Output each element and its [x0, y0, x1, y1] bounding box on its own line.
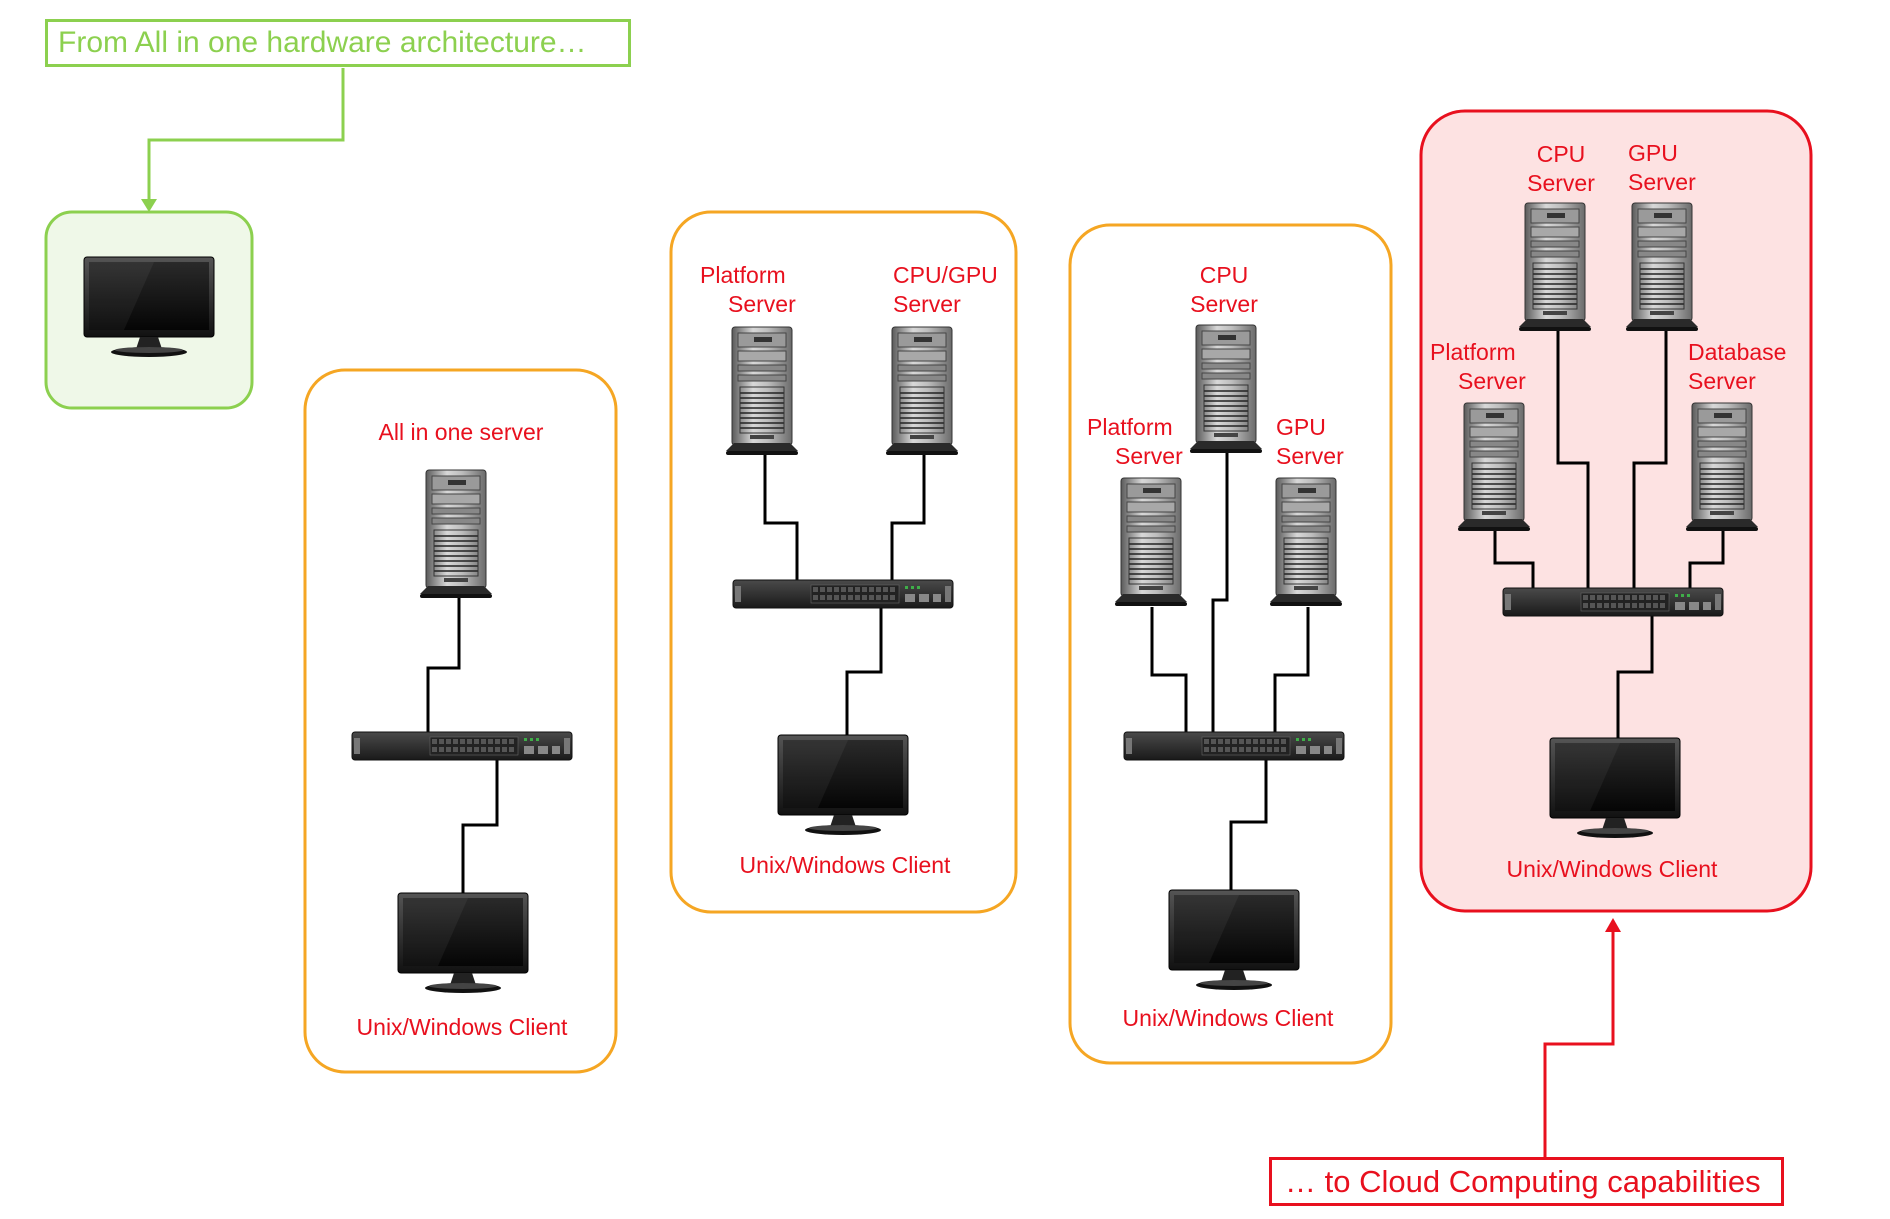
from-callout: From All in one hardware architecture… — [45, 19, 631, 67]
stage4-platform-server-icon — [1457, 402, 1531, 532]
stage3-cpu-line1: CPU — [1199, 262, 1249, 288]
stage3-gpu-label: GPU Server — [1276, 413, 1344, 471]
stage4-switch-icon — [1502, 587, 1724, 617]
stage3-client-label: Unix/Windows Client — [1122, 1005, 1334, 1031]
to-callout: … to Cloud Computing capabilities — [1269, 1157, 1784, 1206]
stage2-switch-icon — [732, 579, 954, 609]
stage2-platform-label: Platform Server — [700, 261, 796, 319]
stage3-switch-icon — [1123, 731, 1345, 761]
stage4-cpu-line1: CPU — [1536, 141, 1586, 167]
stage4-cpu-server-icon — [1518, 202, 1592, 332]
stage2-cpugpu-server-icon — [885, 326, 959, 456]
stage4-platform-line2: Server — [1458, 368, 1526, 394]
stage2-cpugpu-line2: Server — [893, 291, 961, 317]
stage4-gpu-line1: GPU — [1628, 140, 1678, 166]
to-connector-arrow — [1543, 930, 1615, 1157]
stage4-client-label: Unix/Windows Client — [1506, 856, 1718, 882]
stage4-platform-label: Platform Server — [1430, 338, 1526, 396]
stage3-cables — [1150, 453, 1310, 890]
stage1-box — [303, 368, 618, 1074]
stage4-cables — [1493, 331, 1725, 738]
stage1-switch-icon — [351, 731, 573, 761]
from-connector-arrow — [147, 68, 345, 203]
stage3-platform-label: Platform Server — [1087, 413, 1183, 471]
stage3-box — [1068, 223, 1393, 1065]
stage3-cpu-label: CPU Server — [1190, 261, 1258, 319]
stage2-cpugpu-line1: CPU/GPU — [893, 262, 998, 288]
stage3-gpu-line2: Server — [1276, 443, 1344, 469]
stage4-database-line1: Database — [1688, 339, 1787, 365]
stage1-cables — [426, 598, 499, 893]
stage4-cpu-label: CPU Server — [1527, 140, 1595, 198]
stage1-server-label: All in one server — [378, 419, 544, 445]
stage2-cables — [763, 455, 926, 735]
stage1-server-icon — [419, 469, 493, 599]
stage2-platform-server-icon — [725, 326, 799, 456]
stage3-cpu-line2: Server — [1190, 291, 1258, 317]
stage4-database-server-icon — [1685, 402, 1759, 532]
stage2-cpugpu-label: CPU/GPU Server — [893, 261, 998, 319]
stage3-gpu-server-icon — [1269, 477, 1343, 607]
stage4-platform-line1: Platform — [1430, 339, 1516, 365]
stage4-cpu-line2: Server — [1527, 170, 1595, 196]
stage3-platform-line2: Server — [1115, 443, 1183, 469]
cloud-box — [1419, 109, 1813, 913]
stage3-gpu-line1: GPU — [1276, 414, 1326, 440]
stage4-gpu-line2: Server — [1628, 169, 1696, 195]
stage4-gpu-server-icon — [1625, 202, 1699, 332]
stage3-platform-server-icon — [1114, 477, 1188, 607]
to-arrowhead — [1605, 918, 1621, 932]
stage4-gpu-label: GPU Server — [1628, 139, 1696, 197]
stage2-platform-line2: Server — [728, 291, 796, 317]
stage1-client-label: Unix/Windows Client — [356, 1014, 568, 1040]
stage2-client-label: Unix/Windows Client — [739, 852, 951, 878]
stage4-database-label: Database Server — [1688, 338, 1786, 396]
stage4-database-line2: Server — [1688, 368, 1756, 394]
stage3-cpu-server-icon — [1189, 324, 1263, 454]
from-arrowhead — [141, 199, 157, 212]
stage3-platform-line1: Platform — [1087, 414, 1173, 440]
stage2-platform-line1: Platform — [700, 262, 786, 288]
